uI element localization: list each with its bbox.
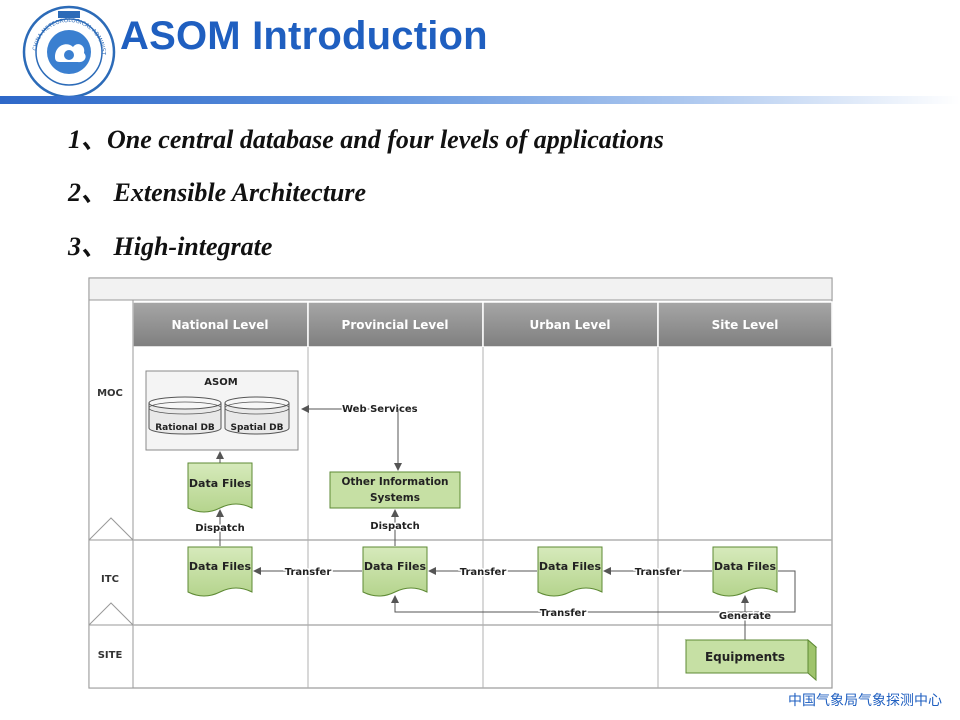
document-icon [187,462,253,513]
point-2: 2、 Extensible Architecture [68,178,367,207]
row-label-moc: MOC [97,388,123,399]
document-icon [187,546,253,597]
row-label-site: SITE [98,650,123,661]
row-tab-divider [88,517,134,541]
database-icon [224,396,290,435]
column-label-provincial: Provincial Level [342,318,449,332]
column-label-site: Site Level [712,318,779,332]
title-underline [0,96,960,104]
document-icon [712,546,778,597]
column-header-national [132,301,309,348]
other-info-label-line1: Other Information [341,476,448,488]
row-label-panel [88,299,134,689]
web-services-label: Web Services [342,404,418,415]
transfer-label: Transfer [285,567,332,578]
transfer-label: Transfer [460,567,507,578]
data-files-national-label: Data Files [189,560,252,573]
other-info-label-line2: Systems [370,492,420,504]
document-icon [362,546,428,597]
page-title: ASOM Introduction [120,14,488,58]
dispatch-provincial-label: Dispatch [370,521,419,532]
document-icon [537,546,603,597]
footer-organization: 中国气象局气象探测中心 [788,693,942,709]
column-label-urban: Urban Level [530,318,611,332]
data-files-moc-label: Data Files [189,477,252,490]
transfer-label: Transfer [635,567,682,578]
database-icon [148,396,222,435]
equipments-box [684,638,818,682]
other-information-systems-box [329,471,461,509]
point-1: 1、One central database and four levels o… [68,125,664,154]
row-tab-divider [88,602,134,626]
cma-logo: CHINA METEOROLOGICAL ADMINISTRATION [22,5,116,99]
data-files-site-label: Data Files [714,560,777,573]
dispatch-national-label: Dispatch [195,523,244,534]
data-files-urban-label: Data Files [539,560,602,573]
data-files-provincial-label: Data Files [364,560,427,573]
equipments-label: Equipments [705,650,785,664]
point-3: 3、 High-integrate [68,232,273,261]
asom-title: ASOM [204,377,237,388]
transfer-site-to-provincial-arrow [391,570,796,613]
row-label-itc: ITC [101,574,119,585]
diagram-top-strip [88,277,833,301]
rational-db-label: Rational DB [155,423,215,433]
column-label-national: National Level [171,318,268,332]
transfer-long-label: Transfer [540,608,587,619]
spatial-db-label: Spatial DB [230,423,283,433]
column-header-urban [482,301,659,348]
column-header-site [657,301,833,348]
generate-label: Generate [719,611,771,622]
